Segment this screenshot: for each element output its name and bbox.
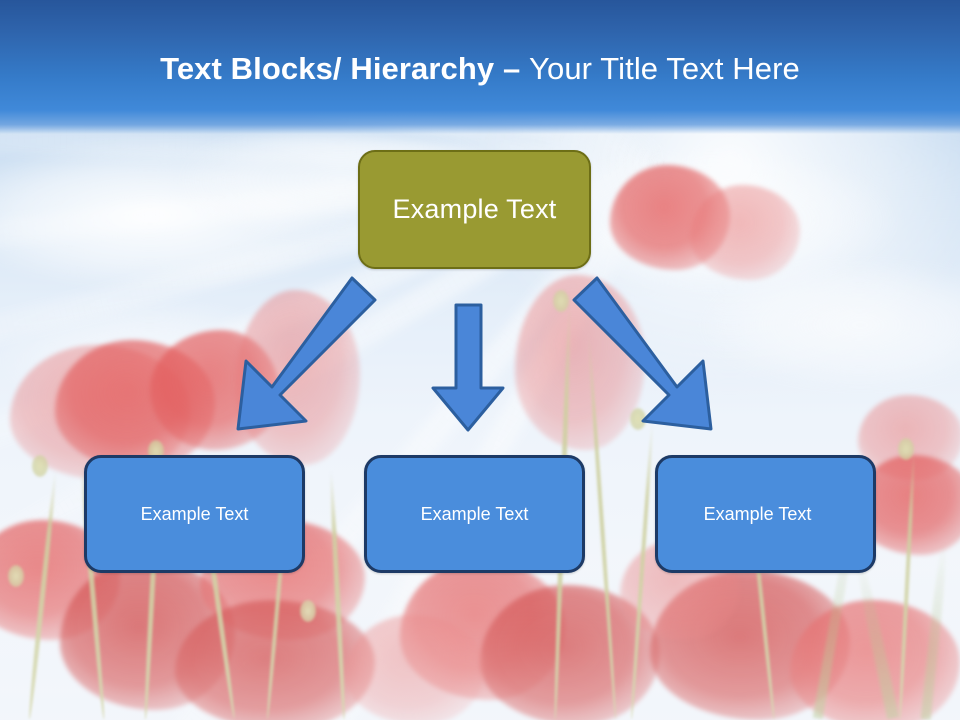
poppy-bud: [630, 408, 646, 430]
hierarchy-child-node-1-label: Example Text: [140, 503, 249, 524]
poppy-flower: [690, 185, 800, 280]
hierarchy-child-node-2[interactable]: Example Text: [364, 455, 585, 573]
hierarchy-child-node-1[interactable]: Example Text: [84, 455, 305, 573]
title-banner: Text Blocks/ Hierarchy – Your Title Text…: [0, 0, 960, 134]
hierarchy-child-node-3[interactable]: Example Text: [655, 455, 876, 573]
hierarchy-top-node-label: Example Text: [392, 194, 557, 224]
page-title: Text Blocks/ Hierarchy – Your Title Text…: [0, 50, 960, 88]
cloud: [700, 260, 960, 390]
poppy-bud: [8, 565, 24, 587]
poppy-flower: [345, 615, 485, 720]
hierarchy-child-node-2-label: Example Text: [420, 503, 529, 524]
poppy-flower: [515, 275, 645, 450]
poppy-flower: [235, 290, 360, 465]
page-title-regular: Your Title Text Here: [529, 51, 800, 86]
hierarchy-top-node[interactable]: Example Text: [358, 150, 591, 269]
hierarchy-child-node-3-label: Example Text: [703, 503, 812, 524]
poppy-bud: [898, 438, 914, 460]
poppy-bud: [300, 600, 316, 622]
page-title-bold: Text Blocks/ Hierarchy –: [160, 51, 530, 86]
poppy-bud: [553, 290, 569, 312]
poppy-bud: [32, 455, 48, 477]
